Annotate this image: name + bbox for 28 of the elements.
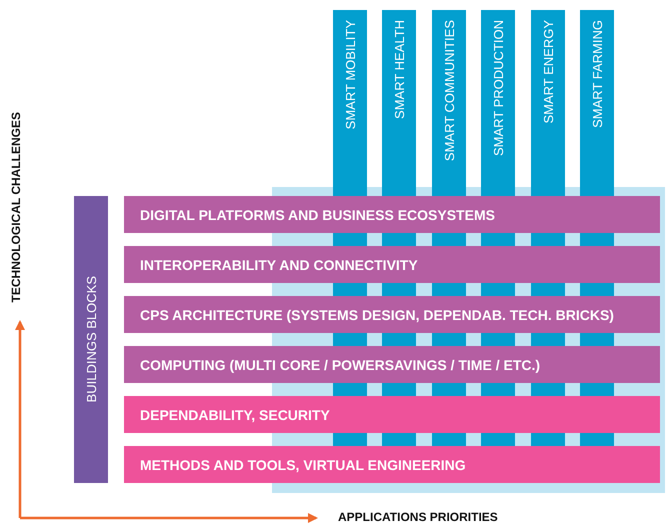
layer-label: DEPENDABILITY, SECURITY (140, 406, 330, 422)
layer-label: CPS ARCHITECTURE (SYSTEMS DESIGN, DEPENDAB. TECH. BRICKS) (140, 306, 614, 322)
application-column (333, 10, 367, 196)
column-label: SMART MOBILITY (342, 20, 358, 130)
application-column (481, 10, 515, 196)
bar-label: BUILDINGS BLOCKS (84, 276, 98, 403)
application-column (382, 10, 416, 196)
layer-label: COMPUTING (MULTI CORE / POWERSAVINGS / TIME / ETC.) (140, 356, 540, 372)
technology-layer (124, 396, 660, 433)
layer-label: DIGITAL PLATFORMS AND BUSINESS ECOSYSTEMS (140, 206, 495, 222)
column-label: SMART COMMUNITIES (442, 20, 456, 162)
technology-layer (124, 446, 660, 483)
axis-label: APPLICATIONS PRIORITIES (338, 510, 498, 524)
building-blocks-bar (74, 196, 108, 483)
application-column (531, 10, 565, 196)
layer-label: INTEROPERABILITY AND CONNECTIVITY (140, 256, 418, 272)
application-column (432, 10, 466, 196)
column-label: SMART PRODUCTION (490, 20, 506, 156)
column-label: SMART ENERGY (540, 20, 556, 124)
axis-label: TECHNOLOGICAL CHALLENGES (9, 112, 23, 302)
technology-layer (124, 246, 660, 283)
technology-layer (124, 296, 660, 333)
column-label: SMART HEALTH (392, 20, 406, 119)
column-label: SMART FARMING (590, 20, 604, 128)
technology-layer (124, 346, 660, 383)
application-column (580, 10, 614, 196)
technology-layer (124, 196, 660, 233)
layer-label: METHODS AND TOOLS, VIRTUAL ENGINEERING (140, 456, 466, 472)
